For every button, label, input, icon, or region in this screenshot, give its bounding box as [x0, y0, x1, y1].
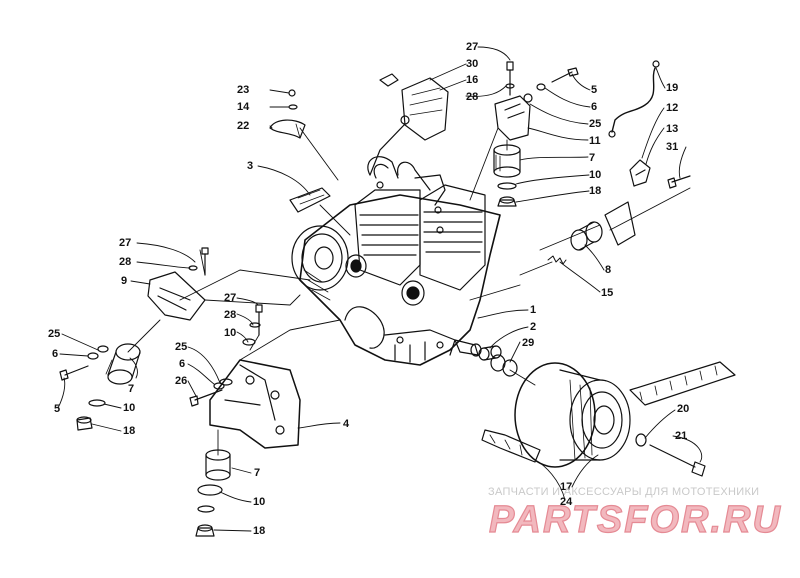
center-mount [189, 304, 301, 537]
callout-23: 23 [237, 84, 250, 96]
callout-1: 1 [530, 304, 537, 316]
callout-28-left: 28 [119, 256, 132, 268]
callout-25-left: 25 [48, 328, 61, 340]
drive-clutch [478, 345, 736, 477]
thermostat-housing [369, 73, 449, 176]
watermark-logo-text: PARTSFOR.RU [489, 499, 782, 540]
callout-28-top: 28 [466, 91, 479, 103]
callout-6-center: 6 [179, 358, 186, 370]
callout-27-left: 27 [119, 237, 132, 249]
callout-7-left: 7 [128, 383, 135, 395]
callout-13: 13 [666, 123, 679, 135]
callout-4: 4 [343, 418, 350, 430]
callout-11: 11 [589, 135, 601, 147]
leader-lines [57, 46, 703, 532]
callout-27-center: 27 [224, 292, 237, 304]
callout-15: 15 [601, 287, 614, 299]
callout-16: 16 [466, 74, 479, 86]
callout-5-top: 5 [591, 84, 598, 96]
callout-12: 12 [666, 102, 679, 114]
callout-24: 24 [560, 496, 573, 508]
callout-21: 21 [675, 430, 688, 442]
callout-10-center: 10 [224, 327, 237, 339]
top-left-cover [269, 89, 306, 139]
callout-22: 22 [237, 120, 250, 132]
callout-20: 20 [677, 403, 690, 415]
left-mount [59, 247, 209, 431]
right-bracket-group [547, 60, 691, 265]
callout-29: 29 [522, 337, 535, 349]
callout-7-top: 7 [589, 152, 596, 164]
callout-18-top: 18 [589, 185, 602, 197]
callout-10-left: 10 [123, 402, 136, 414]
callout-6-left: 6 [52, 348, 59, 360]
watermark-logo: PARTSFOR.RU [489, 498, 782, 540]
callout-18-bottom: 18 [253, 525, 266, 537]
callout-10-top: 10 [589, 169, 602, 181]
callout-2: 2 [530, 321, 537, 333]
callout-8: 8 [605, 264, 612, 276]
callout-14: 14 [237, 101, 250, 113]
callout-3: 3 [247, 160, 254, 172]
assembly-lines [127, 127, 691, 456]
engine-assembly [291, 156, 501, 366]
watermark-caption: ЗАПЧАСТИ И АКСЕССУАРЫ ДЛЯ МОТОТЕХНИКИ [488, 486, 760, 498]
callout-10-bottom: 10 [253, 496, 266, 508]
callout-17: 17 [560, 481, 573, 493]
callout-25-top: 25 [589, 118, 602, 130]
callout-27-top: 27 [466, 41, 479, 53]
callout-31: 31 [666, 141, 679, 153]
callout-9: 9 [121, 275, 128, 287]
callout-6-top: 6 [591, 101, 598, 113]
top-right-mount [493, 61, 579, 207]
callout-25-center: 25 [175, 341, 188, 353]
callout-26: 26 [175, 375, 188, 387]
callout-28-center: 28 [224, 309, 237, 321]
callout-30: 30 [466, 58, 479, 70]
callout-18-left: 18 [123, 425, 136, 437]
callout-19: 19 [666, 82, 679, 94]
callout-5-left: 5 [54, 403, 61, 415]
callout-7-bottom: 7 [254, 467, 261, 479]
